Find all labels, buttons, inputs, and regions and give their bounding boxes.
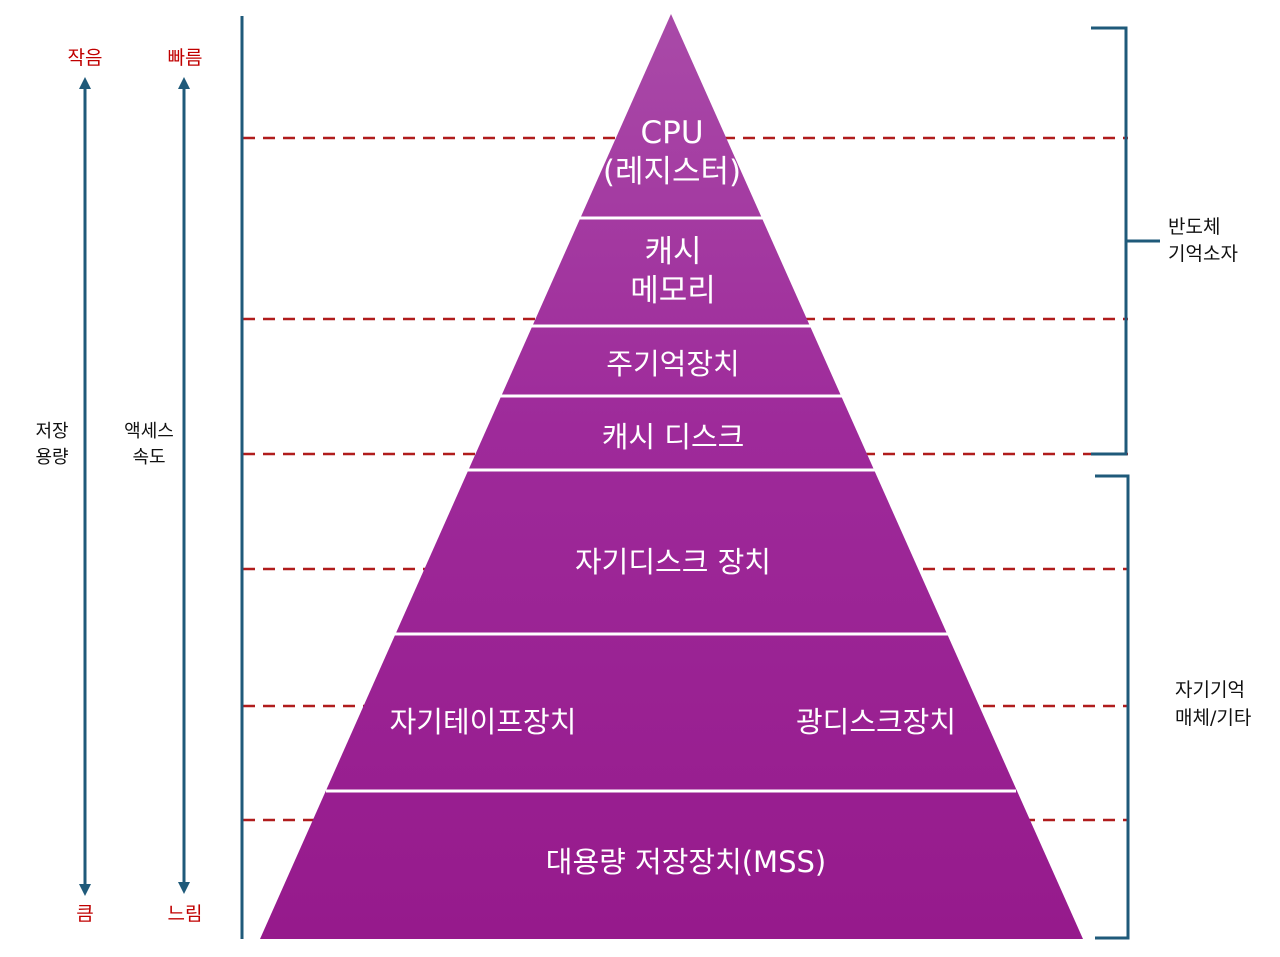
magnetic-media-label-line1: 자기기억 [1175,679,1245,701]
speed-slow-label: 느림 [168,903,203,925]
magnetic-media-label-line2: 매체/기타 [1175,707,1251,729]
capacity-small-label: 작음 [68,47,103,69]
speed-label-line1: 액세스 [124,421,174,442]
tier-optical-disk-label: 광디스크장치 [796,705,956,739]
semiconductor-bracket [1091,26,1160,456]
pyramid-shape [260,14,1083,939]
tier-mass-storage-label: 대용량 저장장치(MSS) [546,845,826,879]
speed-label-line2: 속도 [132,447,165,468]
tier-cache-label: 캐시 [644,234,701,270]
capacity-large-label: 큼 [76,903,93,925]
tier-magnetic-tape-label: 자기테이프장치 [390,705,577,739]
tier-cache-sublabel: 메모리 [630,273,716,309]
semiconductor-label-line1: 반도체 [1168,216,1220,238]
capacity-label-line2: 용량 [35,447,68,468]
tier-magnetic-disk-label: 자기디스크 장치 [575,545,771,579]
capacity-label-backdrop [28,416,78,472]
tier-cpu-label: CPU [640,115,703,151]
tier-main-memory-label: 주기억장치 [606,347,739,381]
speed-label-backdrop [116,416,178,472]
magnetic-media-bracket [1095,474,1130,940]
capacity-label-line1: 저장 [35,421,68,442]
tier-disk-cache-label: 캐시 디스크 [602,420,745,454]
semiconductor-label-line2: 기억소자 [1168,243,1238,265]
tier-cpu-sublabel: (레지스터) [603,154,741,190]
speed-fast-label: 빠름 [168,47,203,69]
